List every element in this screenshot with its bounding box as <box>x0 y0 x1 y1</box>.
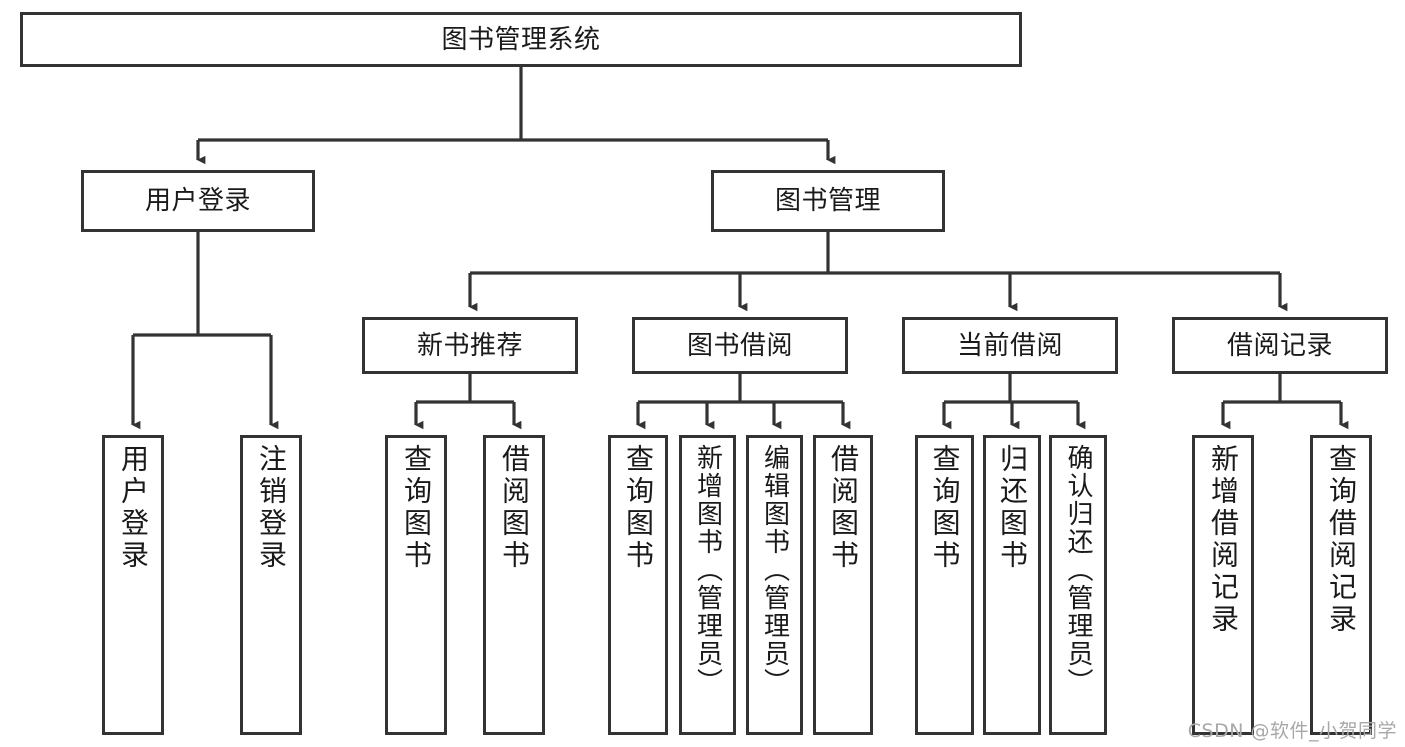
node-current-borrow[interactable]: 当前借阅 <box>902 317 1118 374</box>
node-leaf-rec-borrow-book[interactable]: 借阅图书 <box>483 435 545 735</box>
node-label: 图书管理 <box>774 186 881 216</box>
node-label: 用户登录 <box>144 186 251 216</box>
node-label: 注销登录 <box>255 444 288 572</box>
node-label: 新增借阅记录 <box>1207 444 1240 636</box>
node-leaf-cb-confirm-return[interactable]: 确认归还（管理员） <box>1049 435 1107 735</box>
node-label: 确认归还（管理员） <box>1063 444 1093 696</box>
node-book-borrow[interactable]: 图书借阅 <box>632 317 848 374</box>
node-new-book-rec[interactable]: 新书推荐 <box>362 317 578 374</box>
node-leaf-bb-query-book[interactable]: 查询图书 <box>608 435 668 735</box>
node-leaf-cb-query-book[interactable]: 查询图书 <box>915 435 974 735</box>
node-label: 归还图书 <box>996 444 1029 572</box>
node-leaf-br-query-record[interactable]: 查询借阅记录 <box>1310 435 1372 735</box>
node-label: 新增图书（管理员） <box>692 444 723 696</box>
node-label: 新书推荐 <box>416 330 523 361</box>
node-label: 借阅记录 <box>1226 330 1333 361</box>
node-book-manage[interactable]: 图书管理 <box>711 170 945 232</box>
node-label: 借阅图书 <box>498 444 531 572</box>
node-leaf-user-logout[interactable]: 注销登录 <box>240 435 302 735</box>
node-label: 查询借阅记录 <box>1325 444 1358 636</box>
node-leaf-bb-borrow-book[interactable]: 借阅图书 <box>813 435 873 735</box>
node-user-login[interactable]: 用户登录 <box>81 170 315 232</box>
node-root-system[interactable]: 图书管理系统 <box>20 12 1022 67</box>
node-label: 编辑图书（管理员） <box>759 444 790 696</box>
node-leaf-rec-query-book[interactable]: 查询图书 <box>385 435 447 735</box>
watermark: CSDN @软件_小贺同学 <box>1187 720 1397 742</box>
node-leaf-cb-return-book[interactable]: 归还图书 <box>983 435 1041 735</box>
node-leaf-user-login[interactable]: 用户登录 <box>102 435 164 735</box>
node-borrow-record[interactable]: 借阅记录 <box>1172 317 1388 374</box>
node-label: 借阅图书 <box>827 444 860 572</box>
node-label: 图书管理系统 <box>441 24 601 55</box>
node-label: 用户登录 <box>117 444 150 572</box>
node-label: 当前借阅 <box>956 330 1063 361</box>
node-label: 查询图书 <box>928 444 962 572</box>
node-label: 查询图书 <box>400 444 433 572</box>
node-leaf-bb-edit-book[interactable]: 编辑图书（管理员） <box>746 435 803 735</box>
node-label: 图书借阅 <box>686 330 793 361</box>
node-label: 查询图书 <box>622 444 655 572</box>
node-leaf-bb-add-book[interactable]: 新增图书（管理员） <box>679 435 736 735</box>
node-leaf-br-add-record[interactable]: 新增借阅记录 <box>1192 435 1254 735</box>
